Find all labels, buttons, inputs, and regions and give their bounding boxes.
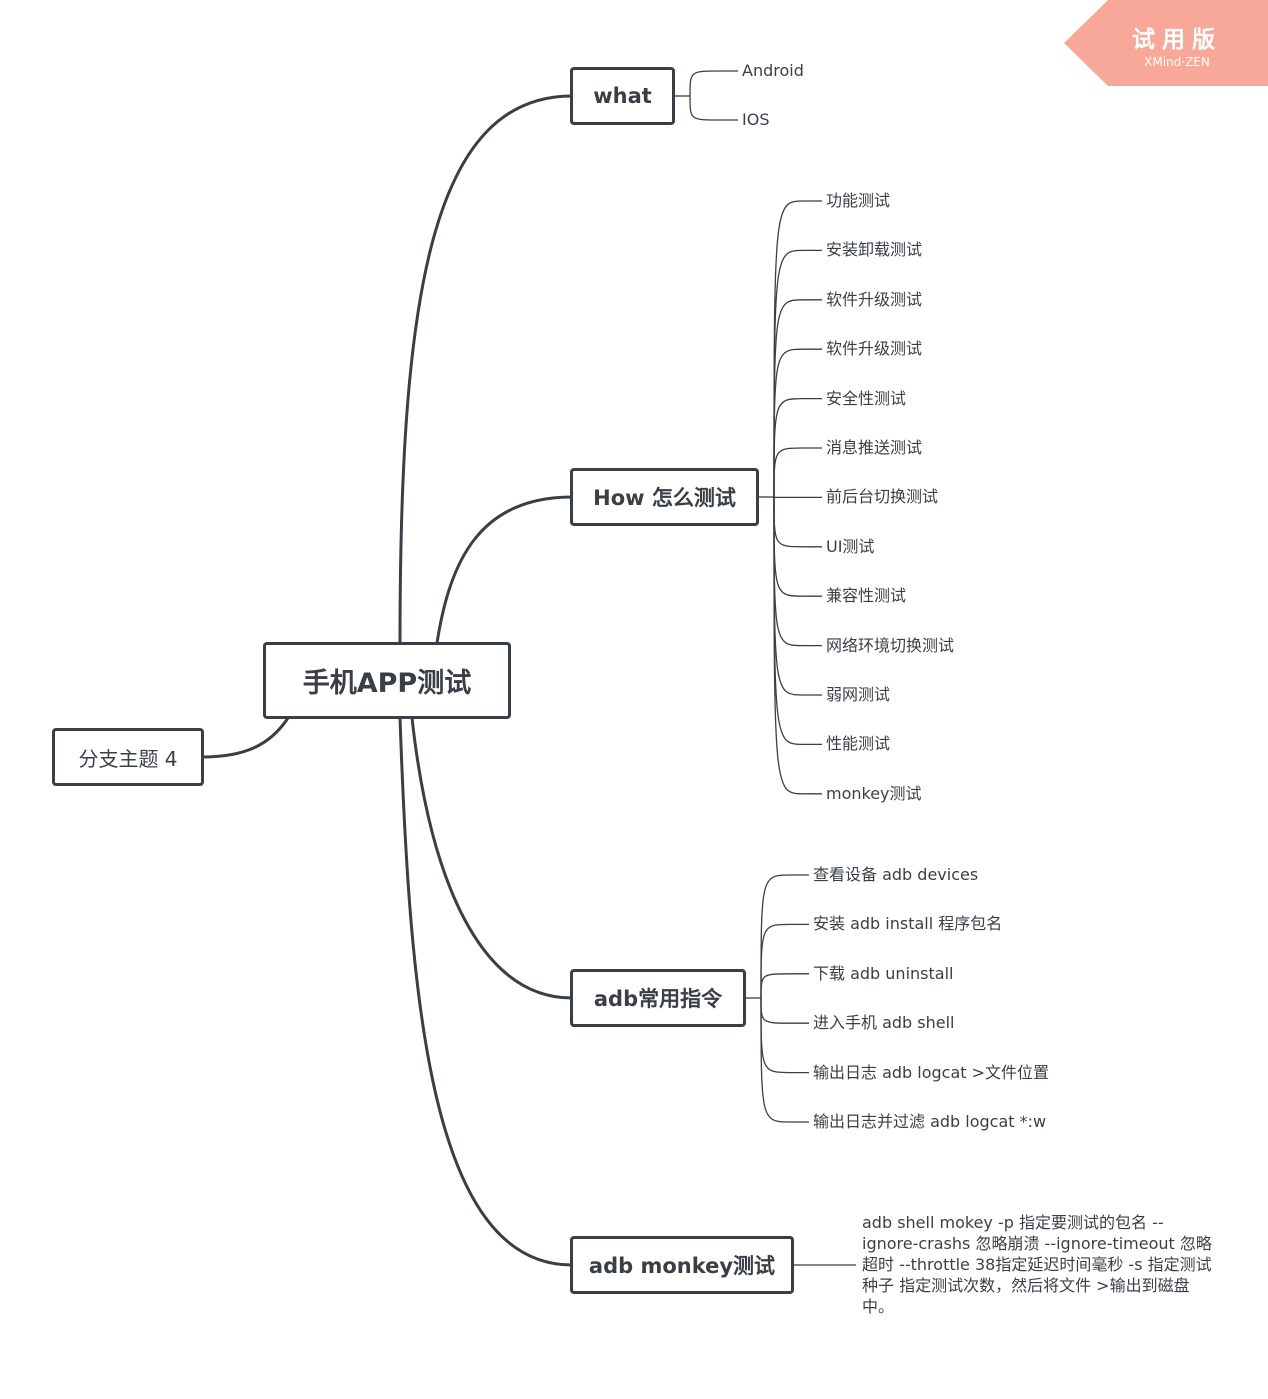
leaf-link-adb-2 (760, 973, 809, 999)
leaf-topic-how[interactable]: 消息推送测试 (826, 438, 923, 457)
branch-how[interactable]: How 怎么测试 (570, 468, 759, 526)
leaf-link-adb-4 (760, 997, 809, 1074)
trial-watermark (1064, 0, 1268, 86)
leaf-link-adb-0 (760, 874, 809, 999)
leaf-link-how-12 (773, 496, 822, 795)
leaf-topic-adb[interactable]: 输出日志并过滤 adb logcat *:w (813, 1112, 1047, 1131)
leaf-topic-how[interactable]: 软件升级测试 (826, 339, 923, 359)
leaf-link-how-1 (773, 249, 822, 498)
leaf-link-how-9 (773, 496, 822, 647)
link-central-floating (200, 716, 290, 759)
leaf-link-how-4 (773, 397, 822, 498)
watermark-subtitle: XMind·ZEN (1144, 55, 1210, 69)
leaf-topic-how[interactable]: 软件升级测试 (826, 289, 923, 309)
leaf-topic-adb[interactable]: 输出日志 adb logcat >文件位置 (813, 1062, 1050, 1082)
leaf-link-what-0 (689, 70, 738, 97)
link-central-monkey (398, 716, 574, 1267)
leaf-link-how-7 (773, 496, 822, 548)
leaf-topic-how[interactable]: 前后台切换测试 (826, 487, 939, 507)
leaf-topic-how[interactable]: 网络环境切换测试 (826, 635, 955, 655)
leaf-link-how-5 (773, 447, 822, 498)
leaf-link-how-11 (773, 496, 822, 746)
leaf-topic-adb[interactable]: 下载 adb uninstall (813, 963, 954, 983)
leaf-topic-what[interactable]: Android (742, 61, 804, 80)
watermark-title: 试用版 (1132, 27, 1222, 53)
leaf-topic-how[interactable]: 性能测试 (826, 734, 891, 754)
monkey-note: adb shell mokey -p 指定要测试的包名 --ignore-cra… (862, 1213, 1212, 1316)
leaf-link-what-1 (689, 95, 738, 121)
leaf-topic-adb[interactable]: 进入手机 adb shell (813, 1013, 955, 1033)
link-central-what (398, 94, 574, 645)
leaf-topic-how[interactable]: 功能测试 (826, 191, 891, 210)
leaf-link-adb-5 (760, 997, 809, 1123)
branch-what[interactable]: what (570, 67, 675, 125)
leaf-topic-adb[interactable]: 查看设备 adb devices (813, 865, 979, 884)
leaf-topic-how[interactable]: 安装卸载测试 (826, 240, 923, 260)
link-central-adb (410, 716, 574, 1000)
leaf-link-adb-1 (760, 923, 809, 999)
leaf-topic-how[interactable]: UI测试 (826, 536, 875, 556)
leaf-link-adb-3 (760, 997, 809, 1024)
leaf-link-how-3 (773, 348, 822, 498)
floating-topic[interactable]: 分支主题 4 (52, 728, 204, 786)
leaf-topic-how[interactable]: 弱网测试 (826, 685, 891, 704)
branch-adb-monkey[interactable]: adb monkey测试 (570, 1236, 794, 1294)
leaf-topic-how[interactable]: monkey测试 (826, 783, 922, 803)
leaf-topic-adb[interactable]: 安装 adb install 程序包名 (813, 914, 1003, 934)
branch-adb-commands[interactable]: adb常用指令 (570, 969, 746, 1027)
link-central-how (435, 495, 574, 645)
leaf-topic-how[interactable]: 安全性测试 (826, 388, 907, 408)
central-topic[interactable]: 手机APP测试 (263, 642, 511, 719)
leaf-topic-what[interactable]: IOS (742, 110, 770, 129)
leaf-topic-how[interactable]: 兼容性测试 (826, 586, 907, 606)
